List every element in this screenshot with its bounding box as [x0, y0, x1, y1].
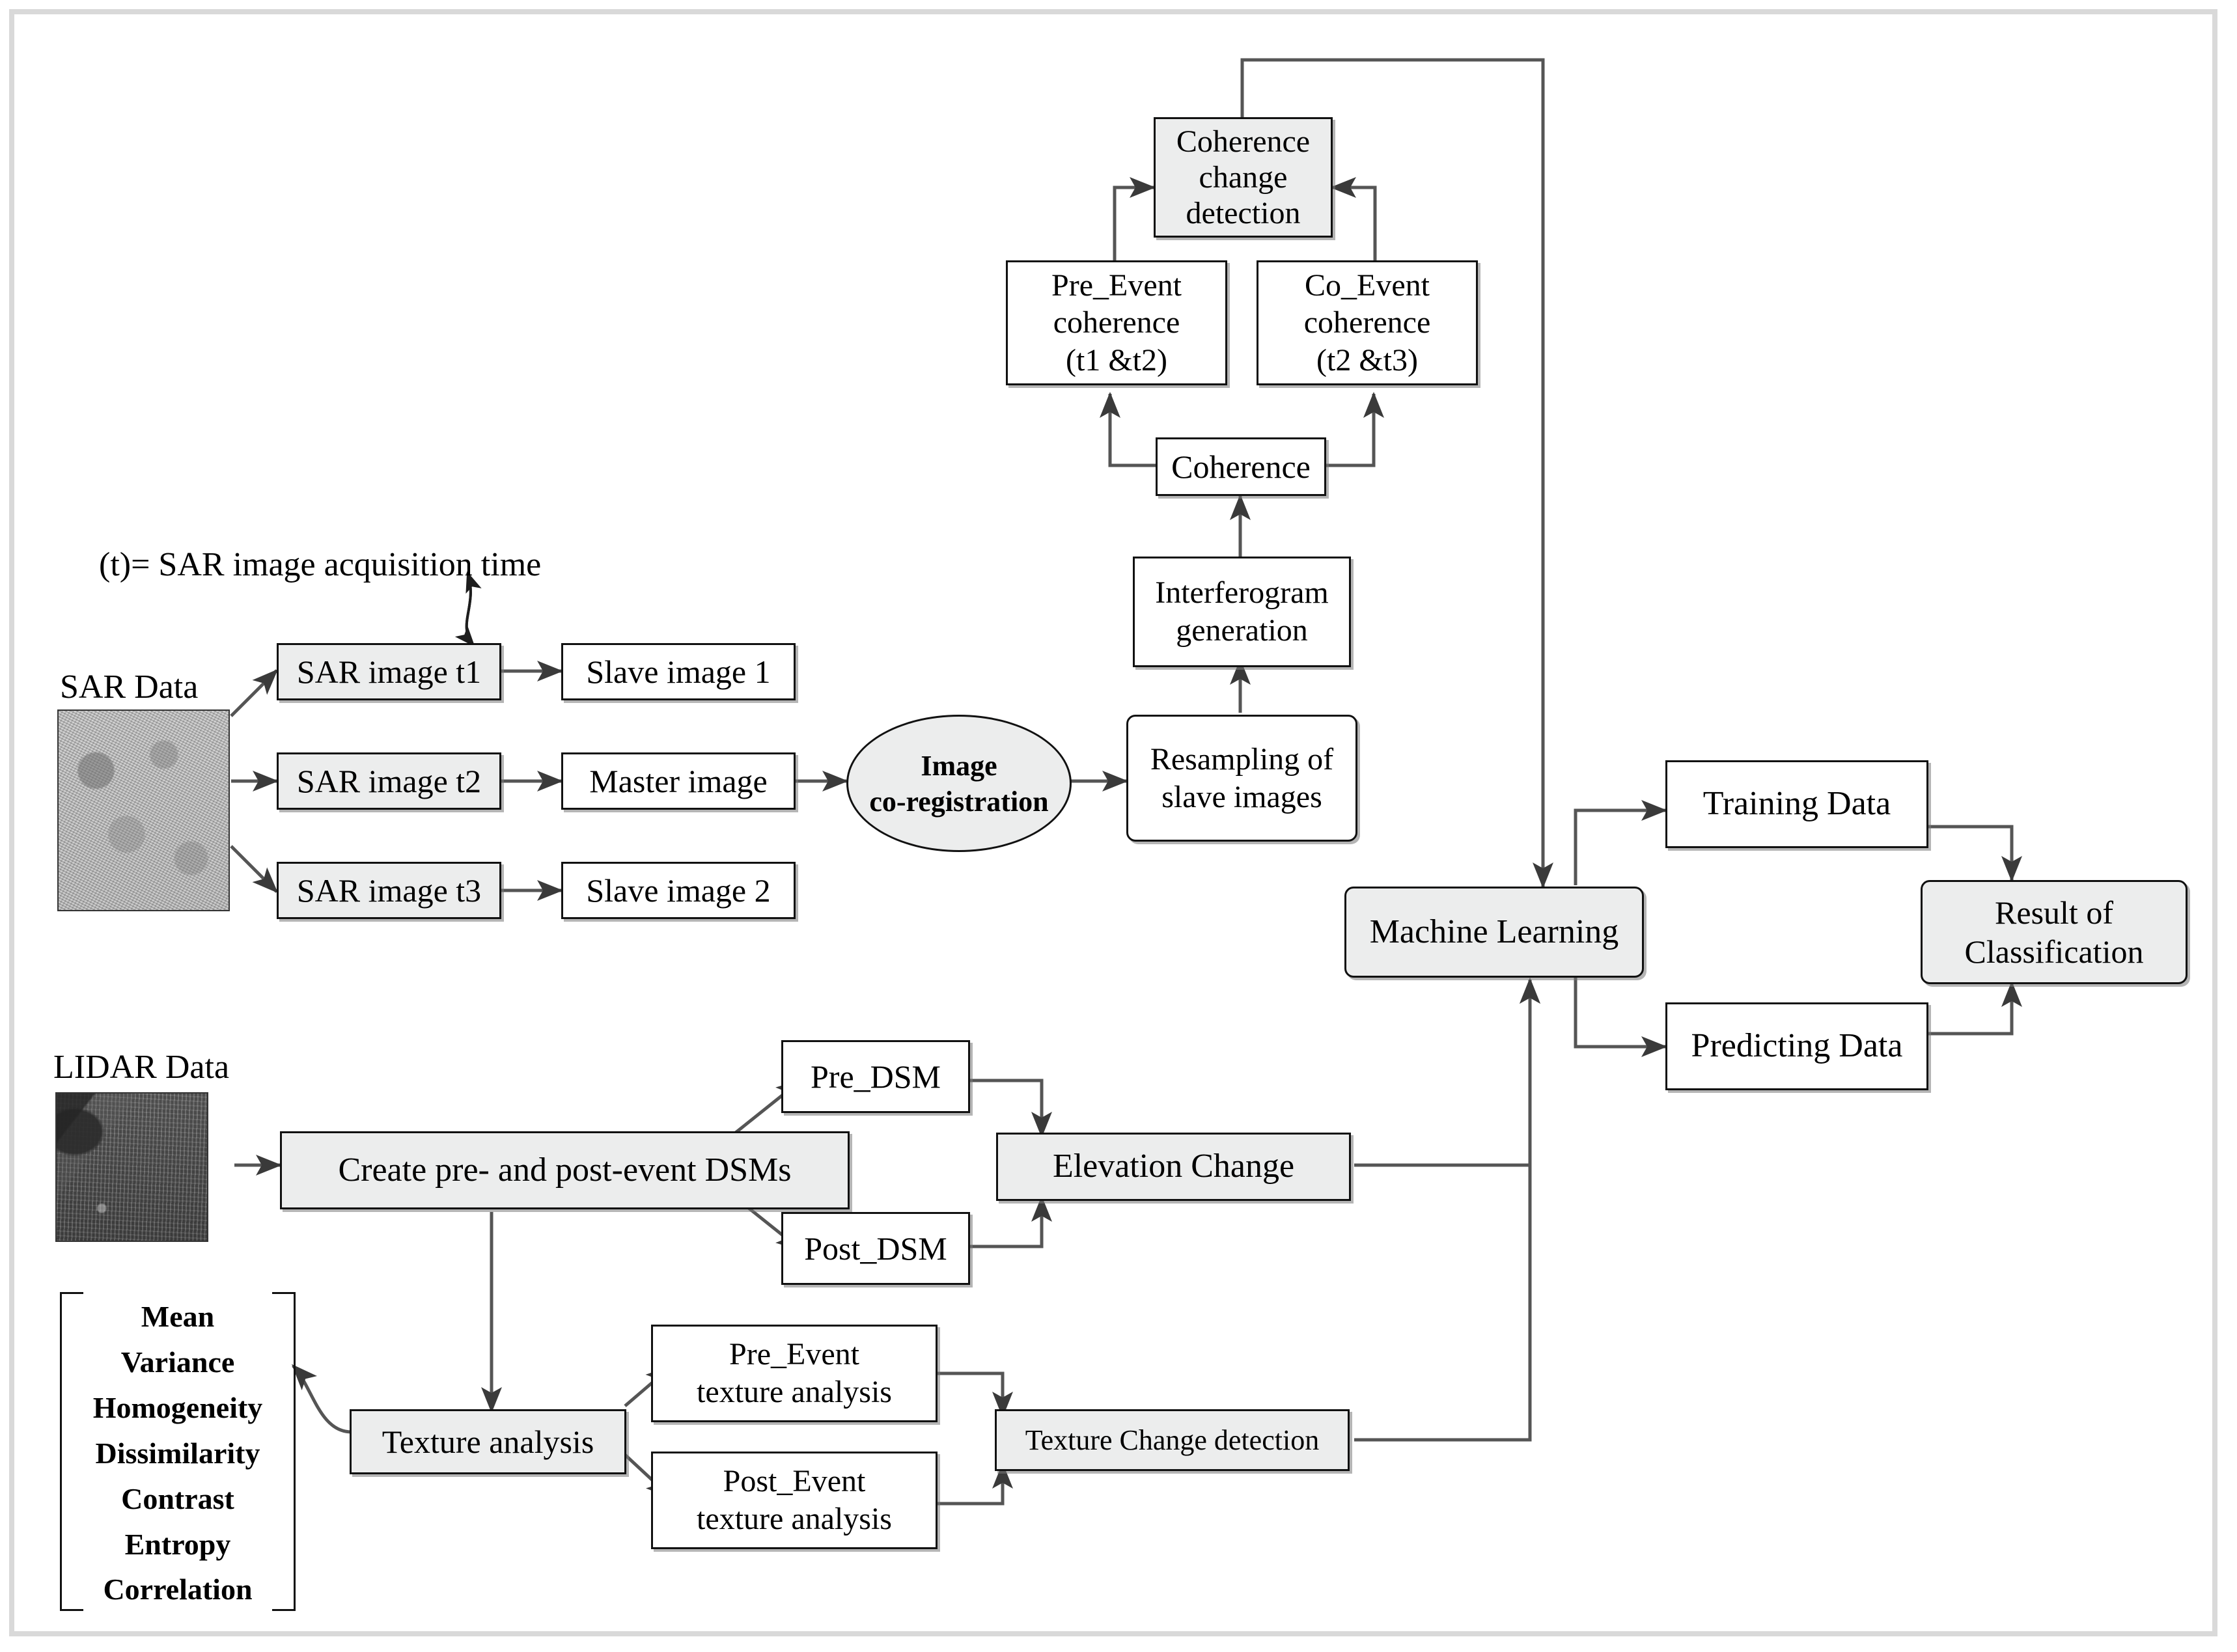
node-elevation-change[interactable]: Elevation Change [996, 1133, 1351, 1201]
legend-text: (t)= SAR image acquisition time [99, 546, 542, 583]
feature-item-variance: Variance [120, 1345, 235, 1379]
node-create-pre-post-event-dsms[interactable]: Create pre- and post-event DSMs [280, 1131, 850, 1209]
feature-item-homogeneity: Homogeneity [92, 1390, 263, 1424]
node-label-line1: Coherence [1176, 124, 1311, 159]
node-label-line1: Pre_Event [1051, 268, 1182, 303]
node-slave-image-1[interactable]: Slave image 1 [561, 643, 796, 700]
node-sar-image-t1[interactable]: SAR image t1 [277, 643, 501, 700]
node-label: Predicting Data [1691, 1027, 1903, 1065]
node-label-line2: texture analysis [697, 1502, 892, 1536]
sar-speckle-image [57, 709, 230, 911]
node-label: Slave image 2 [586, 872, 771, 909]
node-slave-image-2[interactable]: Slave image 2 [561, 862, 796, 919]
node-label-line2: Classification [1964, 933, 2144, 970]
node-label: Post_DSM [804, 1230, 947, 1267]
node-label-line3: detection [1186, 196, 1301, 231]
node-label-line1: Resampling of [1150, 741, 1334, 777]
node-label: Coherence [1171, 448, 1311, 485]
node-label: Pre_DSM [810, 1058, 941, 1095]
node-label-line2: slave images [1161, 779, 1322, 814]
node-post-dsm[interactable]: Post_DSM [781, 1212, 970, 1285]
node-texture-change-detection[interactable]: Texture Change detection [995, 1409, 1350, 1471]
node-sar-image-t2[interactable]: SAR image t2 [277, 752, 501, 810]
node-label-line1: Co_Event [1305, 268, 1430, 303]
sar-data-label: SAR Data [60, 668, 199, 706]
node-label-line2: coherence [1303, 305, 1431, 340]
feature-bracket-left [60, 1292, 83, 1611]
node-predicting-data[interactable]: Predicting Data [1665, 1002, 1928, 1090]
node-label-line3: (t2 &t3) [1316, 342, 1418, 378]
node-label: SAR image t2 [296, 763, 482, 799]
lidar-data-label: LIDAR Data [53, 1049, 230, 1086]
node-label-line2: co-registration [869, 785, 1049, 818]
feature-bracket-right [272, 1292, 296, 1611]
node-label-line2: texture analysis [697, 1375, 892, 1409]
feature-item-contrast: Contrast [121, 1481, 234, 1515]
node-label: Texture Change detection [1025, 1424, 1320, 1456]
node-label: Master image [589, 763, 768, 799]
node-master-image[interactable]: Master image [561, 752, 796, 810]
node-label-line2: coherence [1053, 305, 1180, 340]
node-label-line3: (t1 &t2) [1066, 342, 1167, 378]
node-coherence-change-detection[interactable]: Coherence change detection [1154, 117, 1333, 238]
node-pre-event-texture-analysis[interactable]: Pre_Event texture analysis [651, 1325, 938, 1422]
node-result-of-classification[interactable]: Result of Classification [1921, 880, 2188, 984]
node-sar-image-t3[interactable]: SAR image t3 [277, 862, 501, 919]
node-label: Machine Learning [1369, 913, 1619, 950]
feature-item-entropy: Entropy [124, 1527, 231, 1561]
node-coherence[interactable]: Coherence [1156, 437, 1326, 496]
node-label: SAR image t1 [296, 654, 482, 690]
node-co-event-coherence[interactable]: Co_Event coherence (t2 &t3) [1257, 260, 1478, 385]
node-resampling-of-slave-images[interactable]: Resampling of slave images [1126, 715, 1357, 842]
node-label-line1: Interferogram [1155, 575, 1329, 611]
node-training-data[interactable]: Training Data [1665, 760, 1928, 848]
node-label-line1: Image [921, 749, 997, 782]
feature-list: Mean Variance Homogeneity Dissimilarity … [60, 1294, 296, 1612]
node-label-line2: generation [1176, 613, 1308, 648]
node-label-line1: Result of [1995, 894, 2113, 931]
lidar-aerial-image [55, 1092, 208, 1242]
feature-item-dissimilarity: Dissimilarity [95, 1436, 260, 1470]
node-post-event-texture-analysis[interactable]: Post_Event texture analysis [651, 1452, 938, 1549]
feature-item-mean: Mean [141, 1300, 215, 1333]
node-pre-dsm[interactable]: Pre_DSM [781, 1040, 970, 1113]
node-label: SAR image t3 [296, 872, 482, 909]
node-pre-event-coherence[interactable]: Pre_Event coherence (t1 &t2) [1006, 260, 1227, 385]
node-label-line1: Post_Event [723, 1464, 866, 1499]
node-label: Texture analysis [382, 1424, 594, 1460]
node-texture-analysis[interactable]: Texture analysis [350, 1409, 626, 1474]
node-label: Create pre- and post-event DSMs [338, 1151, 792, 1189]
node-label-line1: Pre_Event [729, 1337, 859, 1372]
node-label: Slave image 1 [586, 654, 771, 690]
node-label-line2: change [1199, 159, 1288, 195]
node-label: Elevation Change [1052, 1148, 1295, 1185]
node-interferogram-generation[interactable]: Interferogram generation [1133, 557, 1351, 667]
node-image-co-registration[interactable]: Image co-registration [846, 715, 1072, 852]
node-machine-learning[interactable]: Machine Learning [1344, 887, 1644, 978]
feature-item-correlation: Correlation [103, 1573, 253, 1606]
node-label: Training Data [1702, 785, 1891, 823]
